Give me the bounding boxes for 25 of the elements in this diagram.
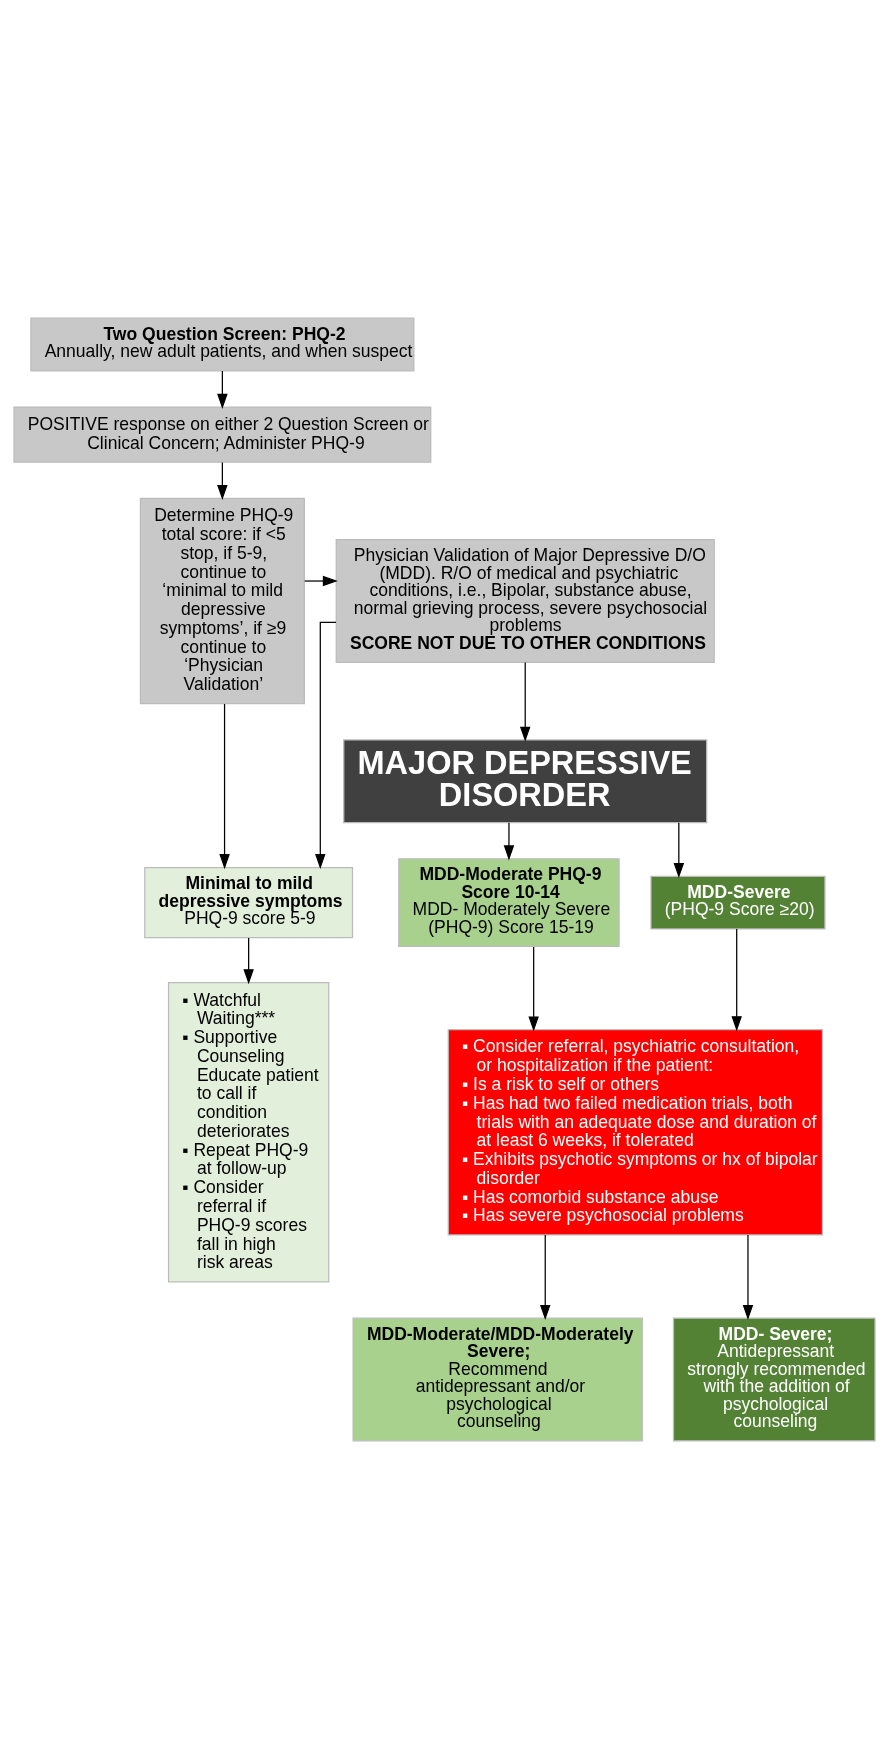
node-box: Determine PHQ-9 total score: if <5 stop, if 5-9, continue to ‘minimal to mild depressive symptoms’, if ≥9 continue to ‘Physician Validation’ (139, 497, 305, 705)
arrow (527, 946, 539, 1032)
arrow (539, 1234, 550, 1320)
arrow (730, 928, 742, 1032)
node-box: Two Question Screen: PHQ-2 Annually, new adult patients, and when suspect (29, 317, 414, 372)
node-box: MAJOR DEPRESSIVE DISORDER (342, 739, 707, 824)
arrow (242, 937, 254, 985)
node-box: ▪ Consider referral, psychiatric consultation, or hospitalization if the patient: ▪ Is a risk to self or others ▪ Has had two failed medication trials, both trials with an adequate dose and duration of at least 6 weeks, if tolerated ▪ Exhibits psychotic symptoms or hx of bipolar disorder ▪ Has comorbid substance abuse ▪ Has severe psychosocial problems (447, 1029, 823, 1236)
arrow (218, 703, 230, 870)
arrow (503, 822, 514, 861)
arrow (303, 575, 338, 587)
node-box: Minimal to mild depressive symptoms PHQ-9 score 5-9 (143, 867, 353, 939)
arrow (216, 461, 228, 500)
node-box: MDD- Severe; Antidepressant strongly recommended with the addition of psychological counseling (672, 1317, 876, 1442)
node-box: POSITIVE response on either 2 Question Screen or Clinical Concern; Administer PHQ-9 (12, 406, 431, 463)
arrow (216, 370, 228, 409)
node-box: MDD-Moderate PHQ-9 Score 10-14 MDD- Moderately Severe (PHQ-9) Score 15-19 (397, 858, 620, 948)
node-box: MDD-Severe (PHQ-9 Score ≥20) (649, 875, 826, 930)
arrow (314, 621, 337, 870)
node-box: Physician Validation of Major Depressive D/O (MDD). R/O of medical and psychiatric conditions, i.e., Bipolar, substance abuse, normal grieving process, severe psychosocial problems SCORE NOT DUE TO OTHER CONDITIONS (335, 539, 715, 663)
node-box: ▪ Watchful Waiting*** ▪ Supportive Counseling Educate patient to call if condition deteriorates ▪ Repeat PHQ-9 at follow-up ▪ Consider referral if PHQ-9 scores fall in high risk areas (167, 982, 329, 1283)
node-box: MDD-Moderate/MDD-Moderately Severe; Recommend antidepressant and/or psychological counseling (352, 1317, 643, 1442)
arrow (519, 661, 530, 742)
arrow (742, 1234, 753, 1320)
arrow (673, 822, 684, 879)
